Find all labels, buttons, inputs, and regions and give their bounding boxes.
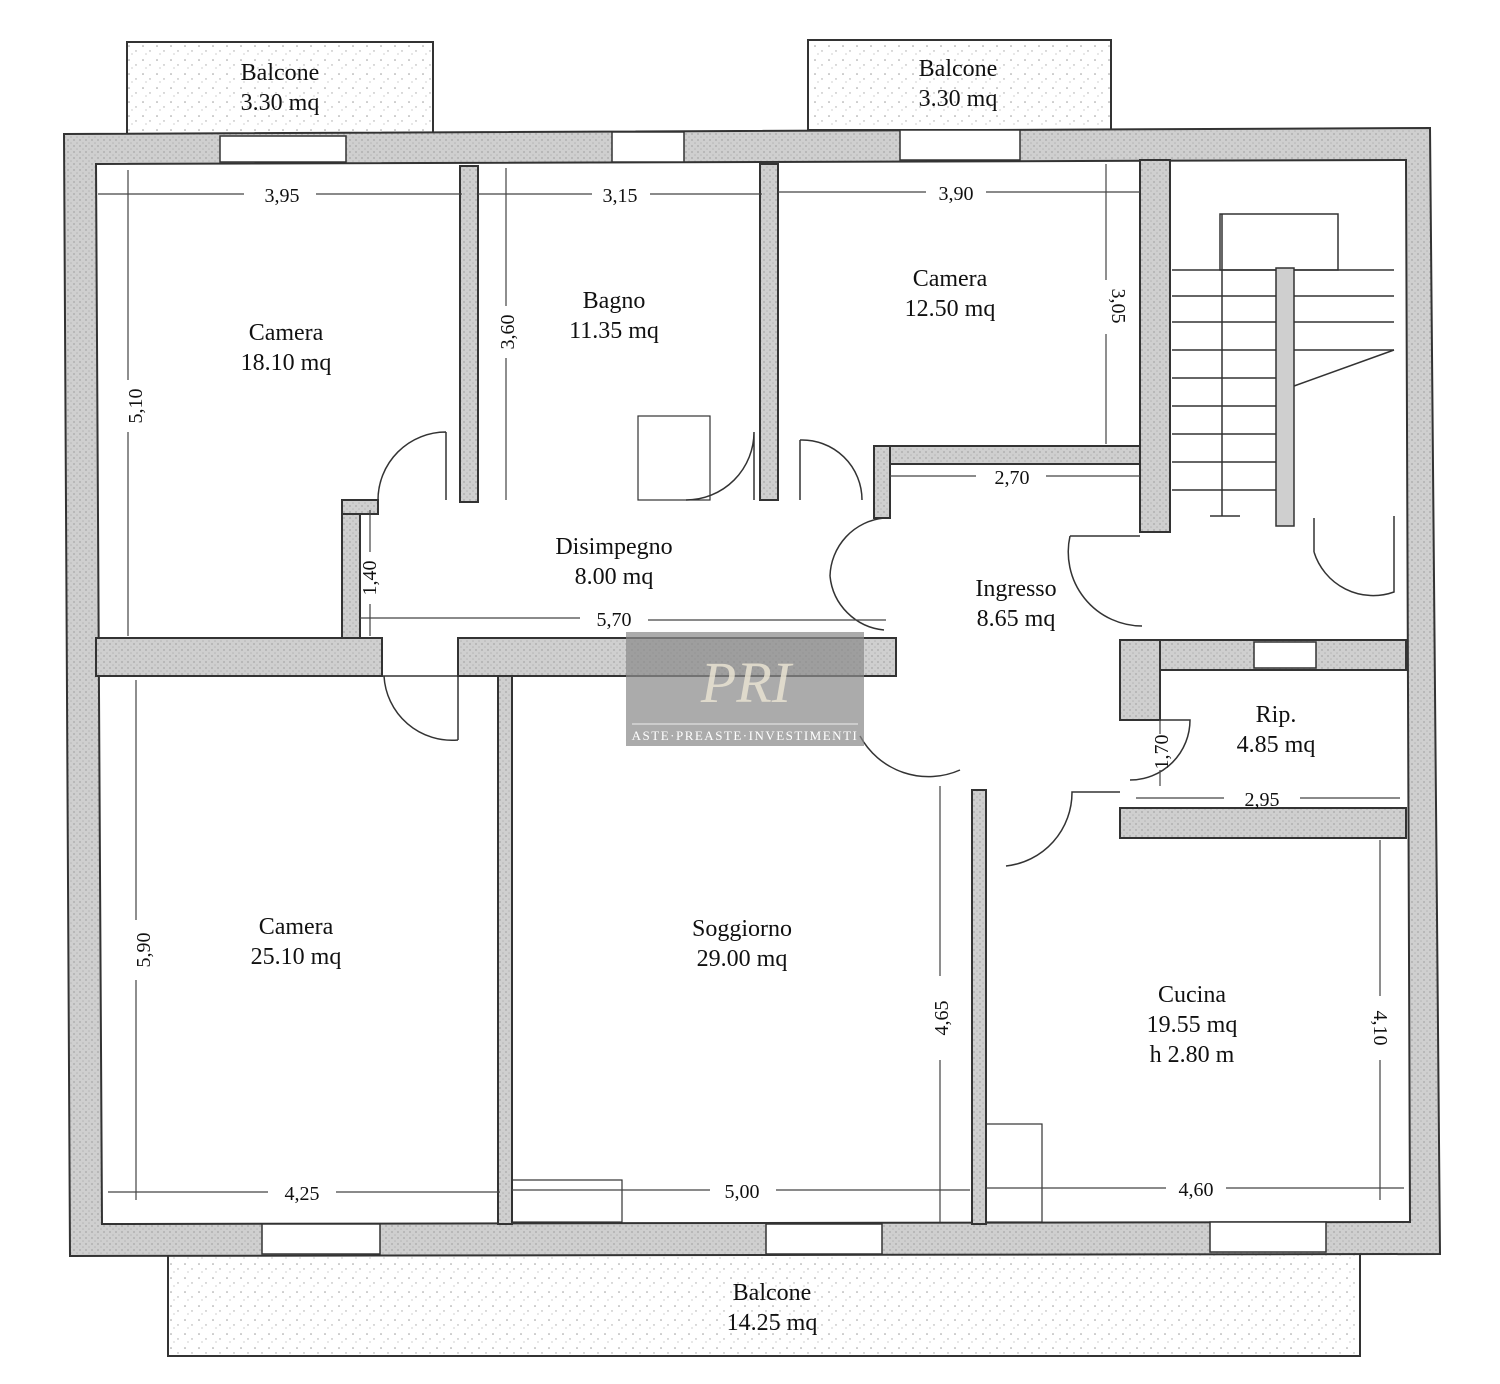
ingresso-name: Ingresso bbox=[975, 576, 1056, 602]
dim-camera-top-left-width: 3,95 bbox=[265, 185, 300, 207]
wall-camera-soggiorno bbox=[497, 675, 513, 1225]
cucina-area: 19.55 mq bbox=[1147, 1012, 1238, 1038]
balcony-top-right-area: 3.30 mq bbox=[919, 86, 998, 112]
bagno-area: 11.35 mq bbox=[569, 318, 659, 344]
wall-camera-bagno bbox=[459, 165, 479, 503]
dim-soggiorno-width: 5,00 bbox=[725, 1181, 760, 1203]
dim-camera-top-left-depth: 5,10 bbox=[125, 389, 147, 424]
camera-top-right-name: Camera bbox=[913, 266, 988, 292]
dim-rip-depth: 1,70 bbox=[1151, 735, 1173, 770]
bagno-name: Bagno bbox=[583, 288, 646, 314]
camera-top-right-area: 12.50 mq bbox=[905, 296, 996, 322]
watermark-logo: PRI bbox=[700, 650, 794, 715]
wall-corridor-top-left bbox=[341, 499, 379, 515]
watermark-tagline: ASTE·PREASTE·INVESTIMENTI bbox=[632, 728, 859, 743]
soggiorno-area: 29.00 mq bbox=[697, 946, 788, 972]
dim-disimpegno-depth: 1,40 bbox=[359, 561, 381, 596]
disimpegno-area: 8.00 mq bbox=[575, 564, 654, 590]
balcony-top-left-name: Balcone bbox=[241, 60, 320, 86]
room-labels: Balcone 3.30 mq Balcone 3.30 mq Camera 1… bbox=[241, 56, 1316, 1336]
dim-rip-width: 2,95 bbox=[1245, 789, 1280, 811]
rip-name: Rip. bbox=[1256, 702, 1297, 728]
dim-bagno-width: 3,15 bbox=[603, 185, 638, 207]
rip-area: 4.85 mq bbox=[1237, 732, 1316, 758]
fixtures bbox=[511, 415, 1043, 1223]
dim-soggiorno-depth: 4,65 bbox=[931, 1001, 953, 1036]
dim-disimpegno-width: 5,70 bbox=[597, 609, 632, 631]
wall-bagno-camera bbox=[759, 163, 779, 501]
dim-ingresso-width: 2,70 bbox=[995, 467, 1030, 489]
cucina-name: Cucina bbox=[1158, 982, 1226, 1008]
ingresso-area: 8.65 mq bbox=[977, 606, 1056, 632]
wall-camera-right-bottom bbox=[873, 445, 1145, 465]
wall-camera-bottom bbox=[95, 637, 383, 677]
dim-cucina-depth: 4,10 bbox=[1369, 1011, 1391, 1046]
camera-bottom-left-area: 25.10 mq bbox=[251, 944, 342, 970]
dim-camera-top-right-depth: 3,05 bbox=[1107, 289, 1129, 324]
balcony-top-left bbox=[126, 41, 434, 135]
balcony-top-right-name: Balcone bbox=[919, 56, 998, 82]
dim-camera-bottom-left-width: 4,25 bbox=[285, 1183, 320, 1205]
cucina-height: h 2.80 m bbox=[1150, 1042, 1235, 1068]
dim-camera-bottom-left-depth: 5,90 bbox=[133, 933, 155, 968]
wall-ingresso-left bbox=[873, 445, 891, 519]
disimpegno-name: Disimpegno bbox=[555, 534, 672, 560]
dim-bagno-depth: 3,60 bbox=[497, 315, 519, 350]
camera-bottom-left-name: Camera bbox=[259, 914, 334, 940]
balcony-bottom-area: 14.25 mq bbox=[727, 1310, 818, 1336]
camera-top-left-area: 18.10 mq bbox=[241, 350, 332, 376]
watermark-box bbox=[626, 632, 864, 746]
dimension-labels: 3,95 3,15 3,90 5,10 3,60 3,05 2,70 1,40 … bbox=[125, 183, 1391, 1205]
dim-cucina-width: 4,60 bbox=[1179, 1179, 1214, 1201]
camera-top-left-name: Camera bbox=[249, 320, 324, 346]
balcony-top-left-area: 3.30 mq bbox=[241, 90, 320, 116]
dim-camera-top-right-width: 3,90 bbox=[939, 183, 974, 205]
wall-soggiorno-cucina bbox=[971, 789, 987, 1225]
watermark: PRI ASTE·PREASTE·INVESTIMENTI bbox=[626, 632, 864, 746]
soggiorno-name: Soggiorno bbox=[692, 916, 792, 942]
dimension-lines bbox=[98, 164, 1404, 1222]
wall-stairs-left bbox=[1139, 159, 1171, 533]
wall-corridor-left bbox=[341, 499, 361, 639]
wall-rip-left bbox=[1119, 639, 1161, 721]
balcony-top-right bbox=[807, 39, 1112, 131]
windows bbox=[219, 129, 1327, 1255]
staircase bbox=[1172, 213, 1395, 527]
balcony-bottom-name: Balcone bbox=[733, 1280, 812, 1306]
wall-rip-bottom bbox=[1119, 807, 1407, 839]
doors bbox=[377, 431, 1395, 867]
